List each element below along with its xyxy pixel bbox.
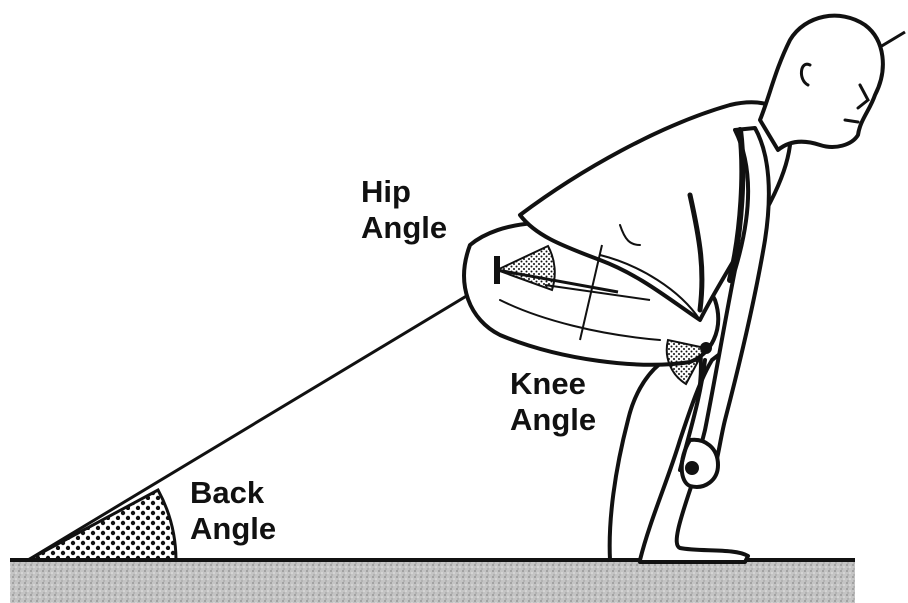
back-angle-wedge (28, 490, 176, 560)
knee-angle-label-line1: Knee (510, 366, 596, 402)
back-angle-label-line1: Back (190, 475, 276, 511)
back-angle-label: Back Angle (190, 475, 276, 547)
lifter-figure (464, 16, 883, 562)
hip-angle-label-line1: Hip (361, 174, 447, 210)
knee-angle-label-line2: Angle (510, 402, 596, 438)
back-angle-label-line2: Angle (190, 511, 276, 547)
hip-angle-label-line2: Angle (361, 210, 447, 246)
knee-joint-marker (700, 342, 712, 354)
knee-angle-label: Knee Angle (510, 366, 596, 438)
hip-angle-label: Hip Angle (361, 174, 447, 246)
ground (10, 560, 855, 603)
barbell (685, 461, 699, 475)
